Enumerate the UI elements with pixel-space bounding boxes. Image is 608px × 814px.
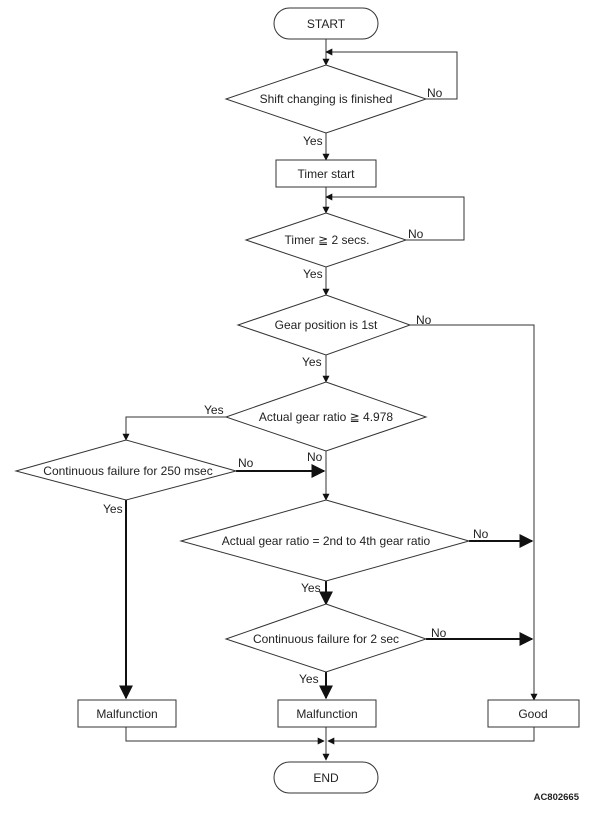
timer-yes-label: Yes bbox=[303, 267, 323, 281]
branch-labels: No Yes No Yes No Yes Yes No No Yes No Ye… bbox=[103, 86, 489, 686]
decision-actual-gear-ratio-2: Actual gear ratio = 2nd to 4th gear rati… bbox=[179, 499, 471, 582]
process-malfunction-left: Malfunction bbox=[77, 699, 177, 728]
continuous-failure-250-label: Continuous failure for 250 msec bbox=[43, 464, 212, 478]
actual-gear-ratio-1-label: Actual gear ratio ≧ 4.978 bbox=[259, 410, 393, 424]
malfunction-mid-label: Malfunction bbox=[296, 707, 357, 721]
process-timer-start: Timer start bbox=[275, 159, 377, 188]
timer-check-label: Timer ≧ 2 secs. bbox=[285, 233, 370, 247]
ratio2-no-label: No bbox=[473, 527, 489, 541]
shift-yes-label: Yes bbox=[303, 134, 323, 148]
cf2s-no-label: No bbox=[431, 626, 447, 640]
ratio1-no-label: No bbox=[307, 450, 323, 464]
decision-continuous-failure-2s: Continuous failure for 2 sec bbox=[224, 603, 428, 673]
ratio1-yes-label: Yes bbox=[204, 403, 224, 417]
loop-timer-no bbox=[325, 193, 465, 241]
process-good: Good bbox=[487, 699, 580, 728]
connectors bbox=[119, 39, 538, 761]
ratio2-yes-label: Yes bbox=[301, 581, 321, 595]
gear-position-label: Gear position is 1st bbox=[275, 318, 378, 332]
connector-good-merge bbox=[327, 727, 535, 745]
malfunction-left-label: Malfunction bbox=[96, 707, 157, 721]
decision-timer-check: Timer ≧ 2 secs. bbox=[244, 212, 408, 268]
start-label: START bbox=[307, 17, 346, 31]
decision-shift-changing: Shift changing is finished bbox=[224, 64, 428, 134]
timer-no-label: No bbox=[408, 227, 424, 241]
cf250-yes-label: Yes bbox=[103, 502, 123, 516]
gear-yes-label: Yes bbox=[302, 355, 322, 369]
shift-no-label: No bbox=[427, 86, 443, 100]
good-label: Good bbox=[518, 707, 547, 721]
connector-ratio1-yes bbox=[122, 416, 226, 441]
cf2s-yes-label: Yes bbox=[299, 672, 319, 686]
decision-gear-position: Gear position is 1st bbox=[236, 294, 412, 356]
figure-code: AC802665 bbox=[534, 792, 580, 803]
process-malfunction-mid: Malfunction bbox=[277, 699, 377, 728]
decision-continuous-failure-250: Continuous failure for 250 msec bbox=[14, 439, 238, 501]
end-label: END bbox=[313, 771, 339, 785]
gear-no-label: No bbox=[416, 313, 432, 327]
connector-malfunction-left-merge bbox=[125, 727, 325, 745]
loop-shift-no bbox=[325, 48, 458, 100]
continuous-failure-2s-label: Continuous failure for 2 sec bbox=[253, 632, 399, 646]
cf250-no-label: No bbox=[238, 456, 254, 470]
decision-actual-gear-ratio-1: Actual gear ratio ≧ 4.978 bbox=[224, 381, 428, 452]
shift-changing-label: Shift changing is finished bbox=[260, 92, 393, 106]
end-node: END bbox=[273, 761, 379, 794]
timer-start-label: Timer start bbox=[298, 167, 356, 181]
actual-gear-ratio-2-label: Actual gear ratio = 2nd to 4th gear rati… bbox=[222, 534, 431, 548]
start-node: START bbox=[273, 7, 379, 40]
connector-gear-no bbox=[410, 324, 538, 701]
